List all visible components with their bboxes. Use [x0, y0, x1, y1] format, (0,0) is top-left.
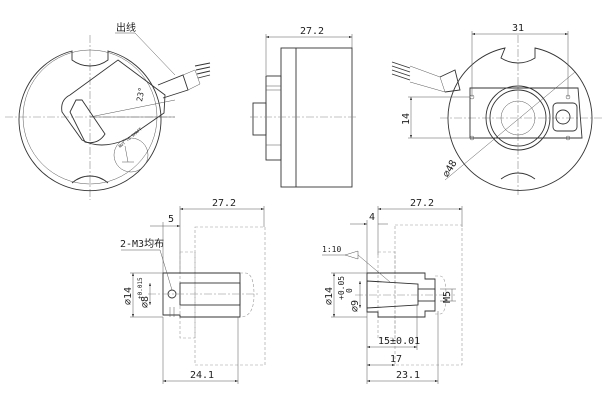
right-bore-dia: ⌀9 [350, 300, 361, 312]
encoder-body-hidden-right [394, 224, 463, 366]
mounting-plate [469, 87, 583, 139]
encoder-body-outline [18, 50, 162, 192]
side-view: 27.2 [250, 26, 358, 188]
side-length-dimension: 27.2 [300, 26, 324, 37]
front-view: 出线 23° NUT TO SHAFT [5, 21, 211, 200]
angle-dimension: 23° [135, 87, 146, 103]
shaft-section [162, 272, 241, 318]
right-outer-dia: ⌀14 [324, 287, 335, 305]
thread-size: M5 [442, 291, 453, 303]
right-bore-tol-lower: 0 [345, 288, 354, 293]
cable [157, 62, 211, 99]
wire-outlet-label: 出线 [116, 21, 136, 34]
rotation-label-stamp [113, 137, 149, 173]
back-width-dimension: 31 [512, 23, 524, 34]
right-total-length: 27.2 [410, 198, 434, 209]
hole-note: 2-M3均布 [120, 238, 164, 250]
left-outer-dia: ⌀14 [123, 287, 134, 305]
connector [552, 102, 578, 132]
back-body-outline [447, 47, 593, 191]
stamp-text: NUT TO SHAFT [117, 126, 143, 149]
left-bore-dia: ⌀8 [140, 296, 151, 308]
left-total-length: 27.2 [212, 198, 236, 209]
right-bore-tol-upper: +0.05 [337, 276, 346, 300]
right-flange-dimension: 4 [369, 212, 375, 223]
shaft-bore-outer [485, 85, 551, 151]
left-shaft-length: 24.1 [190, 370, 214, 381]
back-diameter-dimension: ⌀48 [441, 158, 460, 179]
section-view-left: 27.2 5 2-M3均布 ⌀14 ⌀8 +0.015 24.1 [120, 198, 266, 384]
taper-ratio: 1:10 [322, 245, 341, 254]
length-17-dimension: 17 [390, 354, 402, 365]
right-shaft-length: 23.1 [396, 370, 420, 381]
back-cable [391, 61, 461, 93]
back-view: 31 14 ⌀48 [391, 23, 603, 195]
back-height-dimension: 14 [401, 113, 412, 125]
tapered-shaft-section [366, 272, 436, 318]
depth-dimension: 15±0.01 [378, 336, 420, 347]
left-bore-tol: +0.015 [137, 277, 144, 299]
cover-plate [61, 59, 166, 146]
encoder-body-hidden [194, 226, 266, 366]
section-view-right: 27.2 4 1:10 ⌀14 ⌀9 +0.05 0 M5 15±0.01 17… [322, 198, 463, 384]
left-flange-dimension: 5 [168, 214, 174, 225]
